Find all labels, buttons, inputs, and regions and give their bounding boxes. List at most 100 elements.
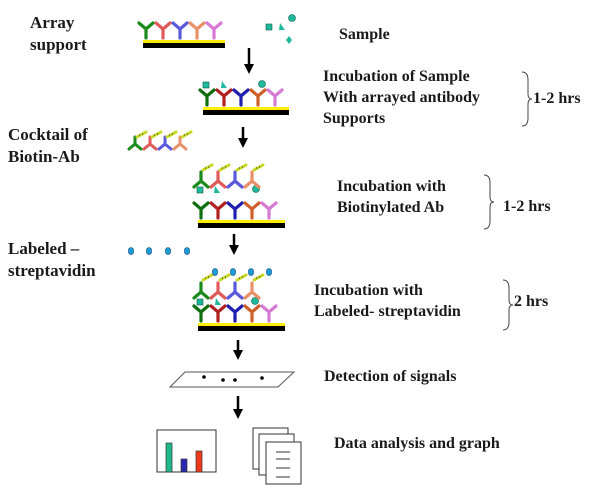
biotin-tag-mark — [154, 133, 158, 136]
signal-spot — [221, 378, 225, 382]
antibody-icon — [209, 304, 227, 323]
antibody-icon — [137, 21, 155, 40]
signal-spot — [233, 378, 237, 382]
antibody-icon — [226, 201, 244, 220]
antigen-circle — [288, 14, 296, 22]
step-line: Supports — [323, 110, 386, 127]
label-array-support: Array support — [30, 12, 87, 56]
antibody-icon — [232, 88, 250, 107]
biotin-tag-mark — [239, 166, 243, 169]
biotin-antibody-icon — [157, 135, 173, 151]
biotin-tag — [235, 163, 248, 172]
support-base — [198, 223, 285, 228]
document-stack-icon — [252, 427, 302, 485]
streptavidin-icon — [212, 268, 218, 276]
biotin-tag — [180, 130, 193, 139]
antibody-icon — [215, 88, 233, 107]
antigen-triangle — [215, 298, 221, 305]
detection-antibody-icon — [243, 281, 261, 300]
antibody-icon — [192, 304, 210, 323]
biotin-antibody-icon — [172, 135, 188, 151]
support-surface — [143, 40, 225, 43]
detection-antibody-icon — [226, 281, 244, 300]
chart-bar — [165, 442, 173, 473]
chart-bar — [180, 458, 188, 473]
label-labeled-streptavidin: Labeled – streptavidin — [8, 238, 96, 282]
biotin-tag-mark — [205, 166, 209, 169]
antigen-triangle — [221, 81, 227, 88]
antigen-crescent — [295, 23, 299, 31]
labeled-sandwich-array-icon — [192, 268, 285, 331]
antigen-square — [265, 23, 273, 31]
support-base — [203, 110, 289, 115]
antibody-icon — [226, 304, 244, 323]
label-line: Array — [30, 13, 75, 32]
label-line: Cocktail of — [8, 125, 88, 144]
biotin-tag — [218, 273, 231, 282]
biotin-tag-mark — [205, 276, 209, 279]
antigen-crescent — [238, 81, 242, 89]
step-line: Incubation with — [337, 178, 446, 195]
antibody-icon — [266, 88, 284, 107]
step-line: Incubation with — [314, 282, 423, 299]
antibody-icon — [205, 21, 223, 40]
step-data-analysis: Data analysis and graph — [334, 435, 500, 452]
antigen-circle — [258, 80, 266, 88]
antibody-icon — [209, 201, 227, 220]
antigen-circle — [251, 297, 259, 305]
antigen-mix-icon — [265, 14, 299, 44]
detection-antibody-icon — [192, 170, 210, 189]
antibody-icon — [192, 201, 210, 220]
biotin-tag-mark — [239, 276, 243, 279]
biotin-tag — [252, 273, 265, 282]
antigen-square — [196, 298, 204, 306]
duration-streptavidin-incubation: 2 hrs — [514, 293, 549, 310]
streptavidin-icon — [165, 247, 171, 255]
streptavidin-icon — [146, 247, 152, 255]
antigen-diamond — [286, 36, 292, 44]
streptavidin-icon — [184, 247, 190, 255]
biotin-tag-mark — [222, 166, 226, 169]
duration-biotin-incubation: 1-2 hrs — [503, 198, 551, 215]
support-base — [143, 43, 225, 48]
streptavidin-icon — [230, 268, 236, 276]
support-surface — [203, 107, 289, 110]
antibody-icon — [243, 201, 261, 220]
biotin-tag — [235, 273, 248, 282]
biotin-tag — [252, 163, 265, 172]
antibody-icon — [260, 201, 278, 220]
biotin-tag — [150, 130, 163, 139]
biotin-tag-mark — [256, 166, 260, 169]
detection-antibody-icon — [192, 281, 210, 300]
antigen-crescent — [234, 186, 238, 194]
antibody-icon — [260, 304, 278, 323]
sandwich-array-icon — [192, 163, 285, 228]
biotin-antibody-icon — [127, 135, 143, 151]
antigen-square — [202, 81, 210, 89]
antibody-antigen-array-icon — [198, 80, 289, 115]
brace-biotin-incubation — [483, 174, 495, 230]
label-line: Labeled – — [8, 239, 80, 258]
step-line: Incubation of Sample — [323, 68, 470, 85]
detection-antibody-icon — [209, 281, 227, 300]
biotin-tag-mark — [169, 133, 173, 136]
step-incubation-biotin: Incubation with Biotinylated Ab — [337, 176, 446, 218]
brace-streptavidin-incubation — [502, 279, 514, 331]
label-line: Biotin-Ab — [8, 147, 80, 166]
support-surface — [198, 323, 285, 326]
biotin-tag — [201, 163, 214, 172]
chart-bar — [195, 450, 203, 473]
antigen-square — [196, 186, 204, 194]
detection-antibody-icon — [209, 170, 227, 189]
biotin-antibody-icon — [142, 135, 158, 151]
bar-chart-icon — [156, 429, 217, 473]
support-base — [198, 326, 285, 331]
antibody-icon — [198, 88, 216, 107]
biotin-tag — [218, 163, 231, 172]
streptavidin-icon — [248, 268, 254, 276]
label-line: support — [30, 35, 87, 54]
support-surface — [198, 220, 285, 223]
biotin-tag — [201, 273, 214, 282]
antigen-crescent — [234, 298, 238, 306]
